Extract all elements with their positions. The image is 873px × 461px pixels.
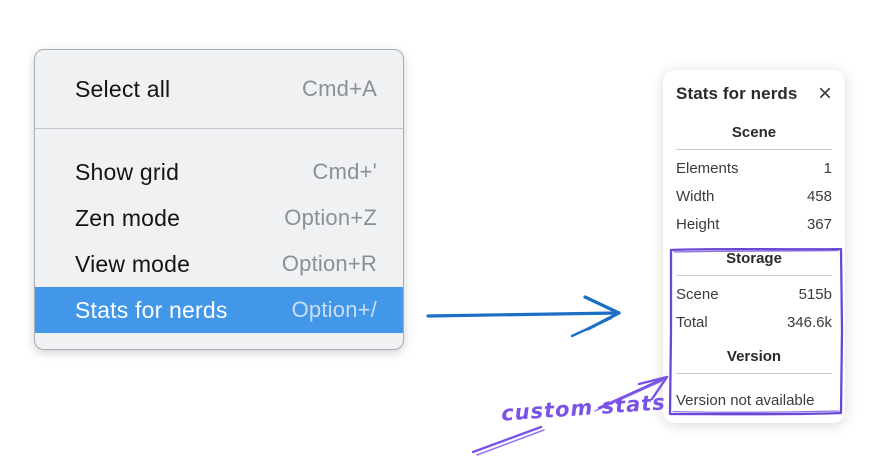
menu-item-shortcut: Option+R bbox=[281, 251, 377, 276]
stats-panel: Stats for nerds × Scene Elements 1 Width… bbox=[663, 70, 845, 423]
stat-row-scene-size: Scene 515b bbox=[676, 280, 832, 308]
menu-item-label: View mode bbox=[75, 250, 191, 277]
stat-value: 346.6k bbox=[786, 313, 832, 331]
stat-label: Total bbox=[676, 313, 708, 331]
menu-item-label: Select all bbox=[75, 75, 171, 102]
menu-item-view-mode[interactable]: View mode Option+R bbox=[35, 241, 403, 287]
context-menu-section-top: Select all Cmd+A bbox=[35, 50, 403, 128]
context-menu: Select all Cmd+A Show grid Cmd+' Zen mod… bbox=[34, 49, 404, 350]
stat-row-height: Height 367 bbox=[676, 210, 832, 238]
scene-rows: Elements 1 Width 458 Height 367 bbox=[676, 154, 832, 238]
stat-value: 367 bbox=[806, 215, 832, 233]
section-heading-storage: Storage bbox=[726, 250, 782, 267]
section-divider bbox=[676, 149, 832, 150]
stat-label: Width bbox=[676, 187, 715, 205]
stat-row-total-size: Total 346.6k bbox=[676, 308, 832, 336]
menu-item-label: Show grid bbox=[75, 158, 180, 185]
section-heading-scene: Scene bbox=[731, 124, 777, 141]
stat-label: Height bbox=[676, 215, 720, 233]
section-heading-version: Version bbox=[726, 348, 782, 365]
blue-pointer-arrow bbox=[426, 295, 621, 338]
stat-row-width: Width 458 bbox=[676, 182, 832, 210]
menu-item-stats-for-nerds[interactable]: Stats for nerds Option+/ bbox=[35, 287, 403, 333]
stat-value: 1 bbox=[823, 159, 832, 177]
stats-panel-header: Stats for nerds × bbox=[676, 80, 832, 107]
stat-row-elements: Elements 1 bbox=[676, 154, 832, 182]
menu-item-shortcut: Cmd+A bbox=[302, 76, 377, 101]
stat-value: 515b bbox=[798, 285, 832, 303]
menu-item-zen-mode[interactable]: Zen mode Option+Z bbox=[35, 195, 403, 241]
menu-item-select-all[interactable]: Select all Cmd+A bbox=[35, 66, 403, 112]
menu-item-shortcut: Option+/ bbox=[291, 297, 377, 322]
stat-label: Elements bbox=[676, 159, 739, 177]
context-menu-section-bottom: Show grid Cmd+' Zen mode Option+Z View m… bbox=[35, 129, 403, 349]
menu-item-label: Stats for nerds bbox=[75, 296, 228, 323]
storage-rows: Scene 515b Total 346.6k bbox=[676, 280, 832, 336]
menu-item-show-grid[interactable]: Show grid Cmd+' bbox=[35, 149, 403, 195]
version-note: Version not available bbox=[676, 391, 815, 409]
stats-panel-title: Stats for nerds bbox=[676, 84, 798, 103]
menu-item-shortcut: Cmd+' bbox=[312, 159, 377, 184]
section-divider bbox=[676, 373, 832, 374]
close-icon[interactable]: × bbox=[817, 80, 832, 107]
section-divider bbox=[676, 275, 832, 276]
menu-item-label: Zen mode bbox=[75, 204, 181, 231]
menu-item-shortcut: Option+Z bbox=[284, 205, 377, 230]
stat-value: 458 bbox=[806, 187, 832, 205]
custom-stats-label: custom stats bbox=[500, 390, 667, 426]
menu-divider bbox=[35, 128, 403, 129]
stat-label: Scene bbox=[676, 285, 719, 303]
